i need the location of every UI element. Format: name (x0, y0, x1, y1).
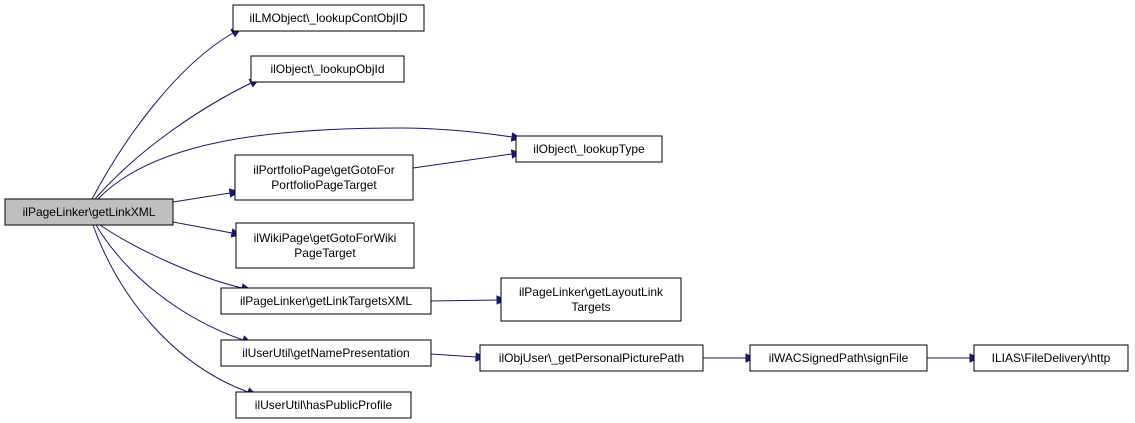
node-label: ilPageLinker\getLinkTargetsXML (240, 294, 412, 308)
edge-line (92, 224, 249, 393)
node-lookupContObjID[interactable]: ilLMObject\_lookupContObjID (232, 4, 425, 32)
call-graph-nodes: ilPageLinker\getLinkXML ilLMObject\_looku… (4, 4, 1129, 419)
node-label: ilPortfolioPage\getGotoFor (253, 163, 394, 177)
node-hasPublicProfile[interactable]: ilUserUtil\hasPublicProfile (235, 391, 412, 419)
node-label: ilWikiPage\getGotoForWiki (254, 231, 397, 245)
node-signFile[interactable]: ilWACSignedPath\signFile (749, 344, 928, 372)
node-label: ILIAS\FileDelivery\http (992, 351, 1111, 365)
node-box (235, 222, 415, 269)
node-label: ilPageLinker\getLayoutLink (519, 285, 664, 299)
node-box (220, 339, 432, 367)
node-http[interactable]: ILIAS\FileDelivery\http (973, 344, 1129, 372)
node-box (250, 55, 405, 83)
node-label: PageTarget (294, 246, 356, 260)
node-label: ilObject\_lookupObjId (270, 62, 384, 76)
node-box (235, 391, 412, 419)
edge-line (91, 32, 234, 200)
edge-getNamePresentation-to-getPersonalPicturePath (430, 352, 487, 362)
edge-line (430, 299, 498, 302)
node-label: ilLMObject\_lookupContObjID (249, 11, 407, 25)
node-box (234, 154, 414, 201)
edge-line (99, 224, 243, 289)
edge-getLinkTargetsXML-to-getLayoutLinkTargets (430, 295, 508, 305)
node-label: PortfolioPageTarget (271, 178, 377, 192)
node-getNamePresentation[interactable]: ilUserUtil\getNamePresentation (220, 339, 432, 367)
node-label: Targets (571, 300, 610, 314)
node-portfolioGoto[interactable]: ilPortfolioPage\getGotoForPortfolioPageT… (234, 154, 414, 201)
edge-line (412, 153, 513, 169)
node-box (973, 344, 1129, 372)
node-box (500, 277, 682, 322)
edge-line (430, 353, 477, 358)
edge-root-to-getLinkTargetsXML (99, 224, 252, 293)
node-label: ilUserUtil\hasPublicProfile (255, 398, 393, 412)
node-getPersonalPicturePath[interactable]: ilObjUser\_getPersonalPicturePath (479, 344, 704, 372)
node-box (515, 135, 663, 163)
node-box (749, 344, 928, 372)
node-lookupType[interactable]: ilObject\_lookupType (515, 135, 663, 163)
edge-line (97, 127, 513, 200)
node-lookupObjId[interactable]: ilObject\_lookupObjId (250, 55, 405, 83)
edge-getPersonalPicturePath-to-signFile (703, 353, 757, 363)
node-label: ilObjUser\_getPersonalPicturePath (499, 351, 684, 365)
node-box (232, 4, 425, 32)
edge-portfolioGoto-to-lookupType (412, 149, 523, 169)
edge-signFile-to-http (927, 353, 981, 363)
edge-line (94, 82, 252, 200)
node-label: ilPageLinker\getLinkXML (23, 205, 156, 219)
node-label: ilUserUtil\getNamePresentation (242, 346, 409, 360)
node-box (4, 198, 174, 226)
node-box (479, 344, 704, 372)
node-label: ilObject\_lookupType (533, 142, 645, 156)
edge-line (172, 192, 231, 203)
edge-line (172, 221, 233, 234)
node-box (220, 287, 432, 315)
node-root[interactable]: ilPageLinker\getLinkXML (4, 198, 174, 226)
node-getLinkTargetsXML[interactable]: ilPageLinker\getLinkTargetsXML (220, 287, 432, 315)
edge-root-to-wikiGoto (172, 221, 243, 238)
node-label: ilWACSignedPath\signFile (769, 351, 909, 365)
edge-line (95, 224, 244, 341)
edge-root-to-lookupContObjID (91, 27, 242, 200)
edge-root-to-portfolioGoto (172, 188, 241, 203)
